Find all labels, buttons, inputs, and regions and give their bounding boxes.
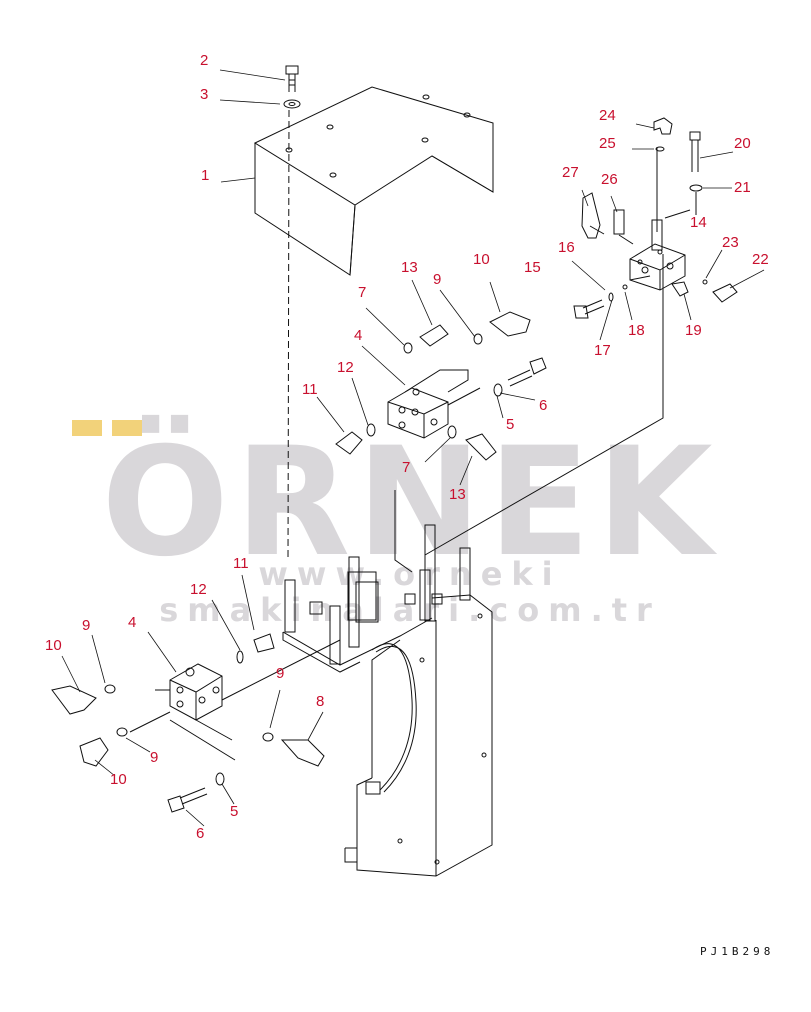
- part-label-27: 27: [562, 164, 579, 181]
- part-label-12-upper: 12: [337, 359, 354, 376]
- watermark-umlaut-left: [72, 420, 102, 436]
- part-label-10-upper: 10: [473, 251, 490, 268]
- part-label-26: 26: [601, 171, 618, 188]
- part-label-18: 18: [628, 322, 645, 339]
- part-label-7-lower: 7: [402, 459, 411, 476]
- part-label-4-upper: 4: [354, 327, 363, 344]
- part-label-20: 20: [734, 135, 751, 152]
- part-label-15: 15: [524, 259, 541, 276]
- part-label-17: 17: [594, 342, 611, 359]
- part-label-14: 14: [690, 214, 707, 231]
- part-label-8: 8: [316, 693, 325, 710]
- part-label-12-lower: 12: [190, 581, 207, 598]
- part-label-3: 3: [200, 86, 209, 103]
- part-label-6-upper: 6: [539, 397, 548, 414]
- part-label-6-lower: 6: [196, 825, 205, 842]
- leader-lines: [61, 69, 765, 827]
- part-label-22: 22: [752, 251, 769, 268]
- part-label-5-lower: 5: [230, 803, 239, 820]
- watermark-url: www.orneki smakinalari.com.tr: [159, 555, 661, 629]
- part-label-4-lower: 4: [128, 614, 137, 631]
- part-label-11-lower: 11: [233, 555, 249, 572]
- part-label-9-right: 9: [276, 665, 285, 682]
- part-label-1: 1: [201, 167, 210, 184]
- part-label-9-upper: 9: [433, 271, 442, 288]
- top-cover: [253, 86, 494, 276]
- upper-right-manifold: [573, 117, 738, 319]
- watermark-word: ÖRNEK: [101, 416, 719, 590]
- part-label-9-lower: 9: [150, 749, 159, 766]
- part-label-10-left: 10: [45, 637, 62, 654]
- part-label-5-upper: 5: [506, 416, 515, 433]
- part-label-25: 25: [599, 135, 616, 152]
- bolt-top: [283, 65, 301, 561]
- part-label-21: 21: [734, 179, 751, 196]
- part-label-11-upper: 11: [302, 381, 318, 398]
- part-label-16: 16: [558, 239, 575, 256]
- drawing-code: PJ1B298: [700, 945, 775, 958]
- part-label-9-left: 9: [82, 617, 91, 634]
- part-label-7-upper: 7: [358, 284, 367, 301]
- watermark-umlaut-right: [112, 420, 142, 436]
- part-label-13-lower: 13: [449, 486, 466, 503]
- main-bracket: [282, 254, 664, 877]
- lower-valve-block: [51, 633, 341, 813]
- part-label-10-lower: 10: [110, 771, 127, 788]
- part-label-19: 19: [685, 322, 702, 339]
- part-label-2: 2: [200, 52, 209, 69]
- part-label-13-upper: 13: [401, 259, 418, 276]
- part-label-24: 24: [599, 107, 616, 124]
- middle-valve-block: [335, 311, 547, 461]
- part-label-23: 23: [722, 234, 739, 251]
